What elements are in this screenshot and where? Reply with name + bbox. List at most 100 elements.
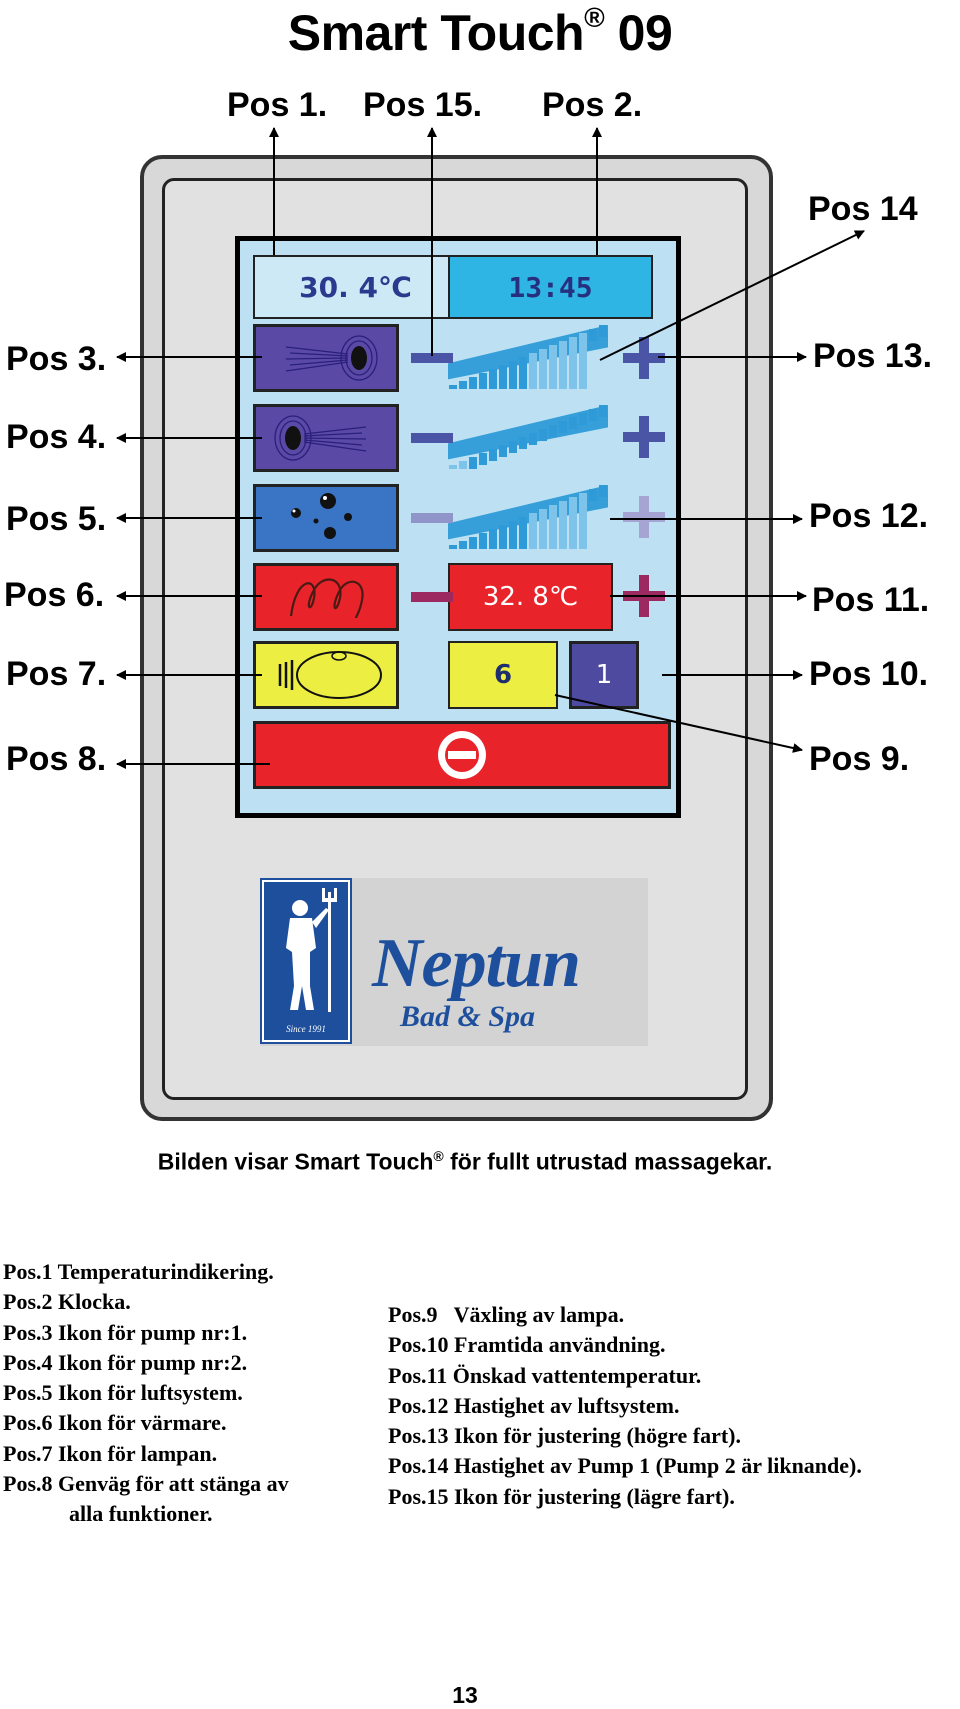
- stop-icon: [438, 731, 486, 779]
- speed-segment: [529, 353, 537, 389]
- legend-item: Pos.10 Framtida användning.: [388, 1332, 666, 1358]
- speed-segment: [489, 369, 497, 389]
- speed-segment: [519, 357, 527, 389]
- legend-item: Pos.13 Ikon för justering (högre fart).: [388, 1423, 741, 1449]
- speed-segment: [589, 329, 597, 341]
- label-pos8: Pos 8.: [6, 740, 107, 778]
- label-pos10: Pos 10.: [809, 655, 929, 693]
- arrow-pos9: [554, 694, 803, 753]
- legend-item: alla funktioner.: [69, 1501, 213, 1527]
- speed-segment: [489, 449, 497, 461]
- pump1-speed-bar: [448, 325, 608, 389]
- label-pos2: Pos 2.: [542, 86, 643, 124]
- speed-segment: [469, 377, 477, 389]
- air-minus-button[interactable]: [411, 513, 453, 523]
- pump1-minus-button[interactable]: [411, 353, 453, 363]
- speed-segment: [539, 349, 547, 389]
- speed-segment: [599, 325, 607, 337]
- lamp-icon: [278, 651, 382, 699]
- neptune-figure-icon: [286, 888, 337, 1012]
- speed-segment: [449, 545, 457, 549]
- label-pos13: Pos 13.: [813, 337, 933, 375]
- speed-segment: [489, 529, 497, 549]
- speed-segment: [569, 497, 577, 549]
- future-use-button[interactable]: 1: [569, 641, 639, 709]
- label-pos11: Pos 11.: [812, 581, 930, 619]
- label-pos9: Pos 9.: [809, 740, 910, 778]
- pump2-plus-button[interactable]: [623, 416, 665, 458]
- speed-segment: [509, 361, 517, 389]
- speed-segment: [559, 501, 567, 549]
- pump2-minus-button[interactable]: [411, 433, 453, 443]
- speed-segment: [519, 517, 527, 549]
- speed-segment: [449, 465, 457, 469]
- speed-segment: [529, 513, 537, 549]
- legend-item: Pos.3 Ikon för pump nr:1.: [3, 1319, 248, 1345]
- speed-ramp: [448, 325, 608, 380]
- legend-item: Pos.7 Ikon för lampan.: [3, 1440, 218, 1466]
- heat-minus-button[interactable]: [411, 592, 453, 602]
- speed-segment: [589, 489, 597, 501]
- legend-item: Pos.2 Klocka.: [3, 1289, 131, 1315]
- speed-segment: [529, 433, 537, 445]
- speed-segment: [469, 537, 477, 549]
- speed-segment: [559, 341, 567, 389]
- speed-segment: [579, 493, 587, 549]
- air-speed-bar: [448, 485, 608, 549]
- legend-right: Pos.9 Växling av lampa. Pos.10 Framtida …: [388, 1300, 862, 1512]
- logo-name: Neptun: [372, 925, 581, 1002]
- speed-segment: [499, 445, 507, 457]
- legend-item: Pos.12 Hastighet av luftsystem.: [388, 1392, 680, 1418]
- speed-segment: [449, 385, 457, 389]
- label-pos4: Pos 4.: [6, 418, 107, 456]
- figure-caption: Bilden visar Smart Touch® för fullt utru…: [157, 1148, 773, 1175]
- legend-item: Pos.14 Hastighet av Pump 1 (Pump 2 är li…: [388, 1453, 862, 1479]
- speed-segment: [549, 425, 557, 437]
- speed-segment: [479, 373, 487, 389]
- speed-segment: [549, 345, 557, 389]
- legend-left: Pos.1 Temperaturindikering. Pos.2 Klocka…: [3, 1257, 289, 1530]
- legend-item: Pos.5 Ikon för luftsystem.: [3, 1380, 243, 1406]
- heater-button[interactable]: [253, 563, 399, 631]
- speed-segment: [479, 453, 487, 465]
- label-pos3: Pos 3.: [6, 340, 107, 378]
- speed-segment: [549, 505, 557, 549]
- label-pos5: Pos 5.: [6, 500, 107, 538]
- speed-ramp: [448, 405, 608, 460]
- touch-screen: 30. 4℃ 13:45: [235, 236, 681, 818]
- page-title: Smart Touch® 09: [287, 2, 673, 61]
- clock-display: 13:45: [448, 255, 653, 319]
- label-pos1: Pos 1.: [227, 86, 328, 124]
- speed-segment: [519, 437, 527, 449]
- pump1-button[interactable]: [253, 324, 399, 392]
- target-temperature-display: 32. 8℃: [448, 563, 613, 631]
- speed-segment: [459, 461, 467, 469]
- pump1-plus-button[interactable]: [623, 337, 665, 379]
- speed-segment: [499, 525, 507, 549]
- page-number: 13: [452, 1682, 478, 1708]
- lamp-mode-button[interactable]: 6: [448, 641, 558, 709]
- speed-segment: [509, 521, 517, 549]
- legend-item: Pos.8 Genväg för att stänga av: [3, 1471, 289, 1497]
- lamp-button[interactable]: [253, 641, 399, 709]
- speed-segment: [539, 429, 547, 441]
- legend-item: Pos.11 Önskad vattentemperatur.: [388, 1362, 702, 1388]
- air-plus-button[interactable]: [623, 496, 665, 538]
- speed-segment: [509, 441, 517, 453]
- pump2-icon: [274, 415, 367, 461]
- speed-segment: [569, 417, 577, 429]
- speed-segment: [569, 337, 577, 389]
- logo-subtitle: Bad & Spa: [400, 1000, 536, 1033]
- speed-segment: [459, 381, 467, 389]
- legend-item: Pos.1 Temperaturindikering.: [3, 1259, 274, 1284]
- all-off-button[interactable]: [253, 721, 671, 789]
- speed-segment: [539, 509, 547, 549]
- pump1-icon: [285, 335, 378, 381]
- label-pos6: Pos 6.: [4, 576, 105, 614]
- speed-segment: [469, 457, 477, 469]
- label-pos14: Pos 14: [808, 190, 918, 228]
- label-pos7: Pos 7.: [6, 655, 107, 693]
- speed-segment: [499, 365, 507, 389]
- pump2-button[interactable]: [253, 404, 399, 472]
